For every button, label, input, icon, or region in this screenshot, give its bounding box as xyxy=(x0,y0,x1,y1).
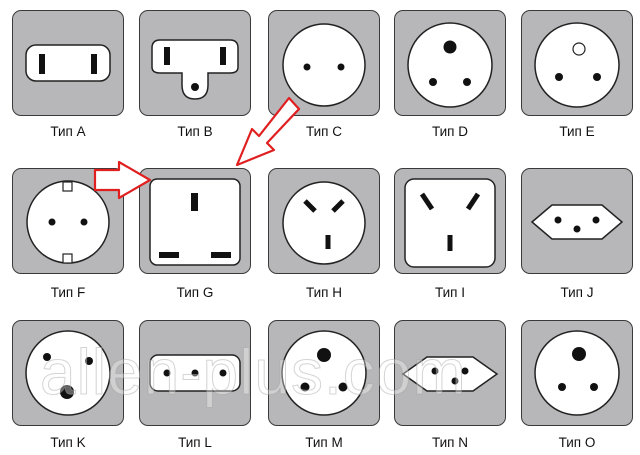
socket-label-o: Тип O xyxy=(558,435,596,450)
socket-label-n: Тип N xyxy=(431,435,468,450)
socket-type-i-icon xyxy=(404,178,496,268)
socket-tile-d xyxy=(394,10,506,116)
socket-label-g: Тип G xyxy=(176,285,214,300)
socket-type-k-icon xyxy=(25,330,111,416)
socket-tile-l xyxy=(139,320,251,426)
socket-tile-b xyxy=(139,10,251,116)
watermark-text: allen-plus.com xyxy=(40,336,467,409)
socket-tile-m xyxy=(268,320,380,426)
socket-tile-o xyxy=(521,320,633,426)
socket-label-j: Тип J xyxy=(560,285,594,300)
socket-type-e-icon xyxy=(534,22,620,108)
socket-label-f: Тип F xyxy=(50,285,86,300)
socket-label-d: Тип D xyxy=(431,124,468,139)
socket-label-a: Тип A xyxy=(50,124,86,139)
socket-label-l: Тип L xyxy=(178,435,212,450)
socket-type-h-icon xyxy=(282,181,366,265)
socket-type-d-icon xyxy=(407,22,493,108)
socket-tile-a xyxy=(12,10,124,116)
socket-label-k: Тип K xyxy=(50,435,86,450)
socket-type-o-icon xyxy=(534,330,620,416)
socket-label-i: Тип I xyxy=(434,285,465,300)
socket-tile-i xyxy=(394,168,506,274)
socket-tile-h xyxy=(268,168,380,274)
socket-type-m-icon xyxy=(281,330,367,416)
socket-type-b-icon xyxy=(151,39,239,100)
socket-type-c-icon xyxy=(282,23,366,107)
socket-tile-n xyxy=(394,320,506,426)
socket-tile-e xyxy=(521,10,633,116)
socket-type-f-icon xyxy=(26,180,110,264)
socket-type-j-icon xyxy=(530,204,624,240)
socket-label-b: Тип B xyxy=(177,124,213,139)
socket-label-h: Тип H xyxy=(305,285,342,300)
socket-type-n-icon xyxy=(401,356,499,392)
socket-tile-k xyxy=(12,320,124,426)
socket-type-a-icon xyxy=(25,44,111,82)
socket-tile-c xyxy=(268,10,380,116)
socket-tile-j xyxy=(521,168,633,274)
socket-type-l-icon xyxy=(149,354,241,392)
socket-tile-f xyxy=(12,168,124,274)
socket-label-m: Тип M xyxy=(305,435,343,450)
socket-label-e: Тип E xyxy=(559,124,595,139)
socket-label-c: Тип C xyxy=(305,124,342,139)
socket-type-g-icon xyxy=(149,178,241,266)
socket-tile-g xyxy=(139,168,251,274)
